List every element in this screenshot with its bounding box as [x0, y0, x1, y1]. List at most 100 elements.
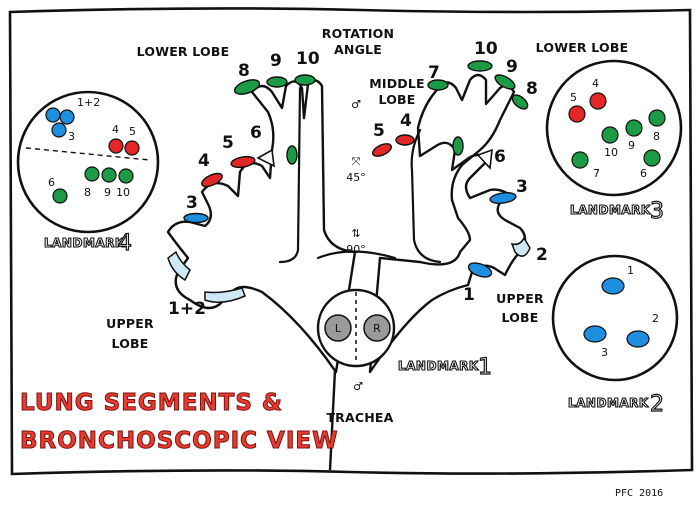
- l3-dot-4: [589, 92, 607, 110]
- l3-label-10: 10: [604, 146, 618, 159]
- label-trachea: TRACHEA: [326, 410, 393, 425]
- trachea-view-right-bronchus: [363, 314, 391, 342]
- l4-dot-3: [51, 122, 67, 138]
- landmark-4-divider: [25, 147, 151, 161]
- num-right-3: 3: [516, 177, 528, 197]
- num-left-5: 5: [222, 133, 234, 153]
- inner-left-branch-line: [278, 86, 302, 264]
- l3-label-4: 4: [592, 77, 599, 90]
- label-upper-lobe-left-1: UPPER: [106, 316, 154, 331]
- landmark-1-label: LANDMARK: [398, 359, 479, 373]
- orifice-right-9: [494, 74, 516, 90]
- l4-dot-4: [108, 138, 124, 154]
- landmark-4: 1+2 3 4 5 6 8 9 10 LANDMARK 4: [16, 90, 160, 257]
- num-left-1-2: 1+2: [168, 299, 206, 319]
- landmark-2-label: LANDMARK: [568, 396, 649, 410]
- landmark-4-circle: [16, 90, 160, 234]
- l2-label-2: 2: [652, 312, 659, 325]
- num-right-2: 2: [536, 245, 548, 265]
- title-line-2: BRONCHOSCOPIC VIEW: [20, 428, 338, 454]
- l3-dot-8: [648, 109, 666, 127]
- orifice-right-6-cup: [476, 148, 493, 170]
- l3-dot-7: [571, 151, 589, 169]
- num-right-10: 10: [474, 39, 498, 59]
- label-middle-lobe-2: LOBE: [378, 92, 415, 107]
- orifice-right-7: [427, 79, 449, 91]
- l2-label-1: 1: [627, 264, 634, 277]
- l4-dot-10: [118, 168, 134, 184]
- l4-dot-1-2b: [59, 109, 75, 125]
- title-line-1: LUNG SEGMENTS &: [20, 390, 283, 416]
- l3-label-5: 5: [570, 91, 577, 104]
- l4-label-8: 8: [84, 186, 91, 199]
- landmark-3-label: LANDMARK: [570, 203, 651, 217]
- orifice-left-6: [286, 145, 298, 165]
- orifice-right-4: [395, 134, 415, 146]
- num-left-6: 6: [250, 123, 262, 143]
- segment-orifices: [183, 60, 529, 278]
- l4-dot-1-2a: [45, 107, 61, 123]
- landmark-2-circle: [551, 254, 679, 382]
- l2-dot-3: [583, 325, 607, 343]
- label-upper-lobe-right-1: UPPER: [496, 291, 544, 306]
- num-left-4: 4: [198, 151, 210, 171]
- num-right-5: 5: [373, 121, 385, 141]
- rotation-90-label: 90°: [346, 243, 366, 256]
- num-right-7: 7: [428, 63, 440, 83]
- landmark-4-num: 4: [118, 231, 132, 256]
- upper-lobe-openings: [167, 236, 531, 303]
- num-right-6: 6: [494, 147, 506, 167]
- l4-label-4: 4: [112, 123, 119, 136]
- l3-label-8: 8: [653, 130, 660, 143]
- num-right-1: 1: [463, 285, 475, 305]
- orifice-left-4: [201, 172, 223, 188]
- opening-left-1-2: [204, 287, 246, 303]
- orifice-right-1: [467, 262, 493, 278]
- label-lower-lobe-right: LOWER LOBE: [536, 40, 629, 55]
- rotation-arrow-45-icon: ⤧: [352, 155, 361, 168]
- l2-dot-1: [601, 277, 625, 295]
- orifice-right-8: [511, 94, 529, 110]
- orifice-left-10: [294, 74, 316, 86]
- landmark-2-num: 2: [650, 392, 664, 417]
- opening-left-3-lower: [167, 250, 191, 282]
- label-middle-lobe-1: MIDDLE: [369, 76, 425, 91]
- l4-label-6: 6: [48, 176, 55, 189]
- label-upper-lobe-right-2: LOBE: [501, 310, 538, 325]
- landmark-3: 4 5 10 9 8 7 6 LANDMARK 3: [545, 59, 683, 225]
- num-right-4: 4: [400, 111, 412, 131]
- l3-label-6: 6: [640, 167, 647, 180]
- carina-line: [316, 250, 397, 260]
- l4-dot-9: [101, 167, 117, 183]
- orifice-left-8: [233, 79, 261, 95]
- num-left-8: 8: [238, 61, 250, 81]
- trachea-view: L R: [316, 288, 396, 368]
- orifice-left-6-cup: [256, 148, 275, 168]
- trachea-view-left-bronchus: [324, 314, 352, 342]
- labels: ROTATION ANGLE LOWER LOBE LOWER LOBE MID…: [106, 26, 628, 425]
- orifice-right-5: [371, 143, 393, 157]
- trachea-view-left-label: L: [335, 322, 342, 335]
- orifice-left-3: [183, 212, 209, 224]
- orifice-right-6: [452, 136, 464, 156]
- orifice-left-5: [230, 155, 256, 169]
- rotation-45-label: 45°: [346, 171, 366, 184]
- l4-label-5: 5: [129, 125, 136, 138]
- l4-label-3: 3: [68, 130, 75, 143]
- inner-right-branch-line: [410, 128, 442, 264]
- label-upper-lobe-left-2: LOBE: [111, 336, 148, 351]
- l4-dot-6: [52, 188, 68, 204]
- landmark-1-num: 1: [478, 355, 492, 380]
- opening-right-2: [510, 236, 531, 257]
- l3-label-9: 9: [628, 139, 635, 152]
- orifice-right-3: [489, 192, 517, 204]
- l3-dot-9: [625, 119, 643, 137]
- num-left-9: 9: [270, 51, 282, 71]
- num-left-10: 10: [296, 49, 320, 69]
- orifice-right-10: [467, 60, 493, 72]
- segment-numbers: 8 9 10 6 5 4 3 1+2 7 10 9 8 5 4 6 3 2 1: [168, 39, 548, 319]
- rotation-arrows: ♂ ⤧ 45° ⇅ 90° ♂: [346, 98, 366, 393]
- l2-dot-2: [626, 330, 650, 348]
- trachea-arrow-icon: ♂: [353, 380, 363, 393]
